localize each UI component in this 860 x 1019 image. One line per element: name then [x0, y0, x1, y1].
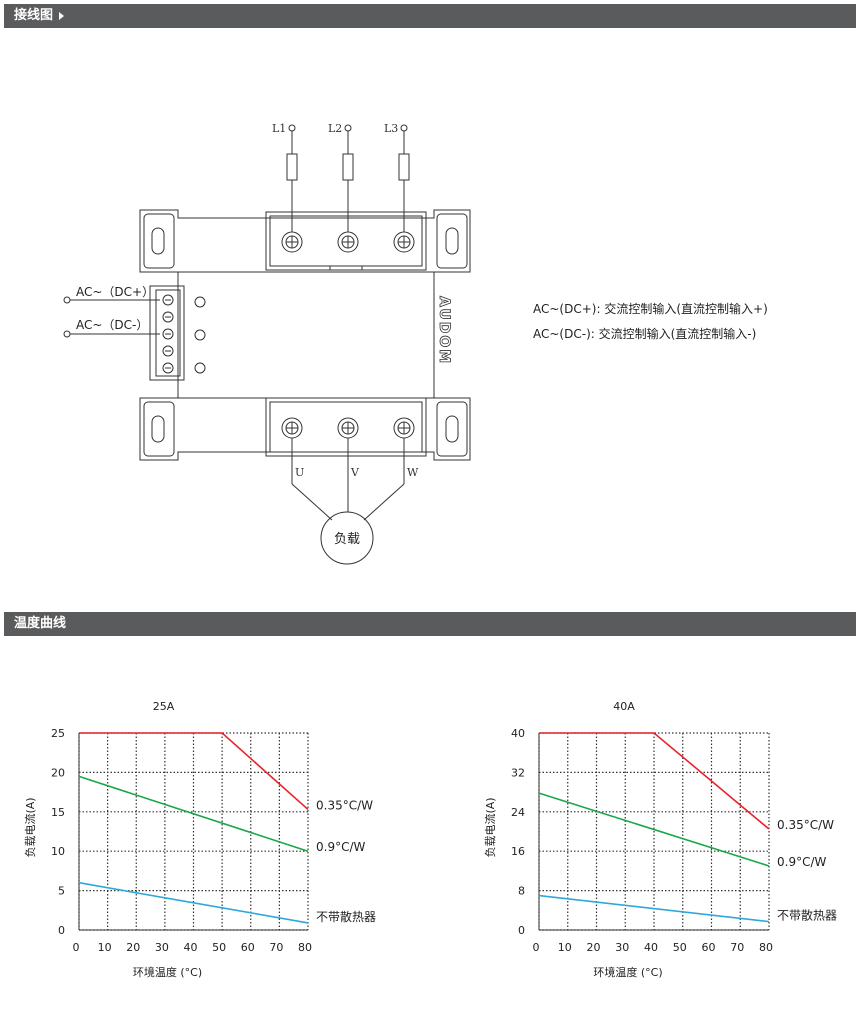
series-label: 不带散热器 — [777, 908, 837, 923]
section-header-wiring: 接线图 — [4, 4, 856, 28]
x-tick-label: 0 — [533, 941, 540, 954]
section-header-temperature: 温度曲线 — [4, 612, 856, 636]
input-terminal-block — [265, 211, 427, 271]
y-axis-label: 负载电流(A) — [23, 797, 37, 857]
x-tick-label: 30 — [155, 941, 169, 954]
series-line-1 — [78, 775, 309, 852]
y-axis-label: 负载电流(A) — [483, 797, 497, 857]
x-tick-label: 80 — [298, 941, 312, 954]
y-tick-label: 15 — [51, 806, 65, 819]
series-line-0 — [539, 732, 770, 830]
series-label: 0.35°C/W — [777, 818, 834, 832]
x-tick-label: 40 — [184, 941, 198, 954]
section-title-temperature: 温度曲线 — [14, 616, 67, 631]
section-title-wiring: 接线图 — [14, 8, 54, 23]
series-label: 0.35°C/W — [316, 798, 373, 812]
x-tick-label: 0 — [73, 941, 80, 954]
y-tick-label: 25 — [51, 727, 65, 740]
x-axis-label: 环境温度 (°C) — [593, 965, 662, 979]
chart-title: 25A — [153, 700, 175, 713]
x-tick-label: 10 — [558, 941, 572, 954]
x-tick-label: 40 — [644, 941, 658, 954]
y-tick-label: 0 — [58, 924, 65, 937]
terminal-w — [393, 417, 415, 484]
module-body — [139, 209, 471, 461]
y-tick-label: 0 — [518, 924, 525, 937]
mount-lug-bottom-right — [436, 401, 468, 457]
y-tick-label: 24 — [511, 806, 525, 819]
x-tick-label: 70 — [269, 941, 283, 954]
terminal-l3 — [393, 124, 415, 253]
x-tick-label: 70 — [730, 941, 744, 954]
control-pos-label: AC~（DC+） — [76, 285, 154, 299]
chart-title: 40A — [613, 700, 635, 713]
brand-logo: AUDOM — [436, 296, 452, 365]
label-l1: L1 — [272, 122, 286, 135]
load-circle — [320, 511, 374, 565]
label-w: W — [407, 466, 419, 479]
play-arrow-icon — [59, 12, 65, 20]
series-line-0 — [79, 732, 309, 811]
series-label: 0.9°C/W — [316, 840, 366, 854]
label-v: V — [350, 466, 360, 479]
x-tick-label: 80 — [759, 941, 773, 954]
y-tick-label: 20 — [51, 766, 65, 779]
series-label: 不带散热器 — [316, 909, 376, 924]
terminal-l2 — [337, 124, 359, 253]
label-l2: L2 — [328, 122, 342, 135]
series-label: 0.9°C/W — [777, 855, 827, 869]
wiring-diagram: L1 L2 L3 U V W 负载 AC~（DC+） — [63, 122, 768, 565]
mount-lug-bottom-left — [143, 401, 175, 457]
y-tick-label: 40 — [511, 727, 525, 740]
y-tick-label: 16 — [511, 845, 525, 858]
x-tick-label: 50 — [212, 941, 226, 954]
x-tick-label: 50 — [673, 941, 687, 954]
y-tick-label: 32 — [511, 766, 525, 779]
chart-40a: 0 10 20 30 40 50 60 70 80 0 8 16 24 32 40 40A 环境温度 (°C) 负… — [483, 700, 837, 979]
load-label: 负载 — [334, 532, 360, 547]
terminal-l1 — [281, 124, 303, 253]
label-l3: L3 — [384, 122, 398, 135]
chart-25a: 0 10 20 30 40 50 60 70 80 0 5 10 15 20 25 25A 环境温度 (°C) 负… — [23, 700, 376, 979]
x-tick-label: 30 — [615, 941, 629, 954]
x-tick-label: 10 — [98, 941, 112, 954]
x-tick-label: 20 — [587, 941, 601, 954]
x-tick-label: 60 — [702, 941, 716, 954]
y-tick-label: 5 — [58, 885, 65, 898]
series-line-2 — [538, 894, 770, 923]
terminal-u — [281, 417, 303, 484]
terminal-v — [337, 417, 359, 484]
x-axis-label: 环境温度 (°C) — [133, 965, 202, 979]
series-line-1 — [538, 792, 770, 867]
y-tick-label: 10 — [51, 845, 65, 858]
legend-control-pos: AC~(DC+): 交流控制输入(直流控制输入+) — [533, 301, 768, 316]
control-connector — [149, 285, 185, 381]
control-neg-label: AC~（DC-） — [76, 318, 148, 332]
x-tick-label: 20 — [126, 941, 140, 954]
mount-lug-top-right — [436, 213, 468, 269]
y-tick-label: 8 — [518, 885, 525, 898]
series-line-2 — [78, 881, 309, 924]
mount-lug-top-left — [143, 213, 175, 269]
x-tick-label: 60 — [241, 941, 255, 954]
label-u: U — [295, 466, 304, 479]
output-terminal-block — [265, 397, 427, 457]
legend-control-neg: AC~(DC-): 交流控制输入(直流控制输入-) — [533, 326, 756, 341]
